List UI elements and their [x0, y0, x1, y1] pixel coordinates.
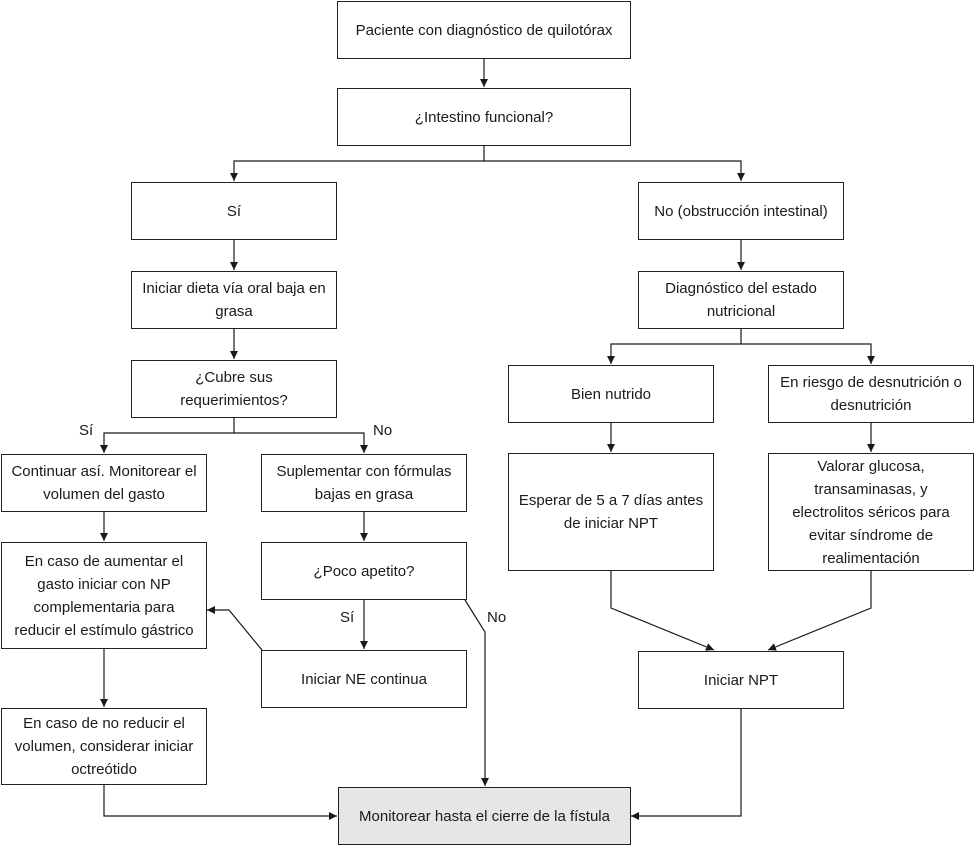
edge-octreotide-to-monitor: [103, 785, 337, 820]
edge-npt-to-monitor: [631, 709, 742, 820]
edge-intestine-split-right: [484, 160, 745, 181]
node-poor-appetite: ¿Poco apetito?: [261, 542, 467, 600]
edge-appetite-no-to-monitor: [464, 599, 489, 786]
node-supplement-formulas: Suplementar con fórmulas bajas en grasa: [261, 454, 467, 512]
node-continue-monitor: Continuar así. Monitorear el volumen del…: [1, 454, 207, 512]
node-covers-requirements: ¿Cubre sus requerimientos?: [131, 360, 337, 418]
node-octreotide: En caso de no reducir el volumen, consid…: [1, 708, 207, 785]
node-intestine-functional: ¿Intestino funcional?: [337, 88, 631, 146]
edge-nutritional-dx-split-right: [741, 343, 875, 364]
label-covers-no: No: [373, 422, 393, 439]
edge-covers-split-left: [100, 418, 235, 453]
node-yes-branch: Sí: [131, 182, 337, 240]
edge-wait-to-npt: [610, 571, 715, 651]
node-start-npt: Iniciar NPT: [638, 651, 844, 709]
node-start-ne: Iniciar NE continua: [261, 650, 467, 708]
node-nutritional-diagnosis: Diagnóstico del estado nutricional: [638, 271, 844, 329]
node-increase-output-np: En caso de aumentar el gasto iniciar con…: [1, 542, 207, 649]
node-oral-diet: Iniciar dieta vía oral baja en grasa: [131, 271, 337, 329]
label-appetite-no: No: [487, 609, 507, 626]
edge-covers-split-right: [234, 432, 368, 453]
node-well-nourished: Bien nutrido: [508, 365, 714, 423]
label-covers-yes: Sí: [79, 422, 94, 439]
label-appetite-yes: Sí: [340, 609, 355, 626]
node-assess-labs: Valorar glucosa, transaminasas, y electr…: [768, 453, 974, 571]
edge-labs-to-npt: [767, 571, 872, 651]
node-no-obstruction: No (obstrucción intestinal): [638, 182, 844, 240]
node-patient: Paciente con diagnóstico de quilotórax: [337, 1, 631, 59]
node-monitor-closure: Monitorear hasta el cierre de la fístula: [338, 787, 631, 845]
edge-nutritional-dx-split-left: [607, 329, 742, 364]
node-malnutrition-risk: En riesgo de desnutrición o desnutrición: [768, 365, 974, 423]
node-wait-before-npt: Esperar de 5 a 7 días antes de iniciar N…: [508, 453, 714, 571]
edge-intestine-split-left: [230, 146, 485, 181]
edge-ne-to-increase-np: [207, 606, 263, 651]
